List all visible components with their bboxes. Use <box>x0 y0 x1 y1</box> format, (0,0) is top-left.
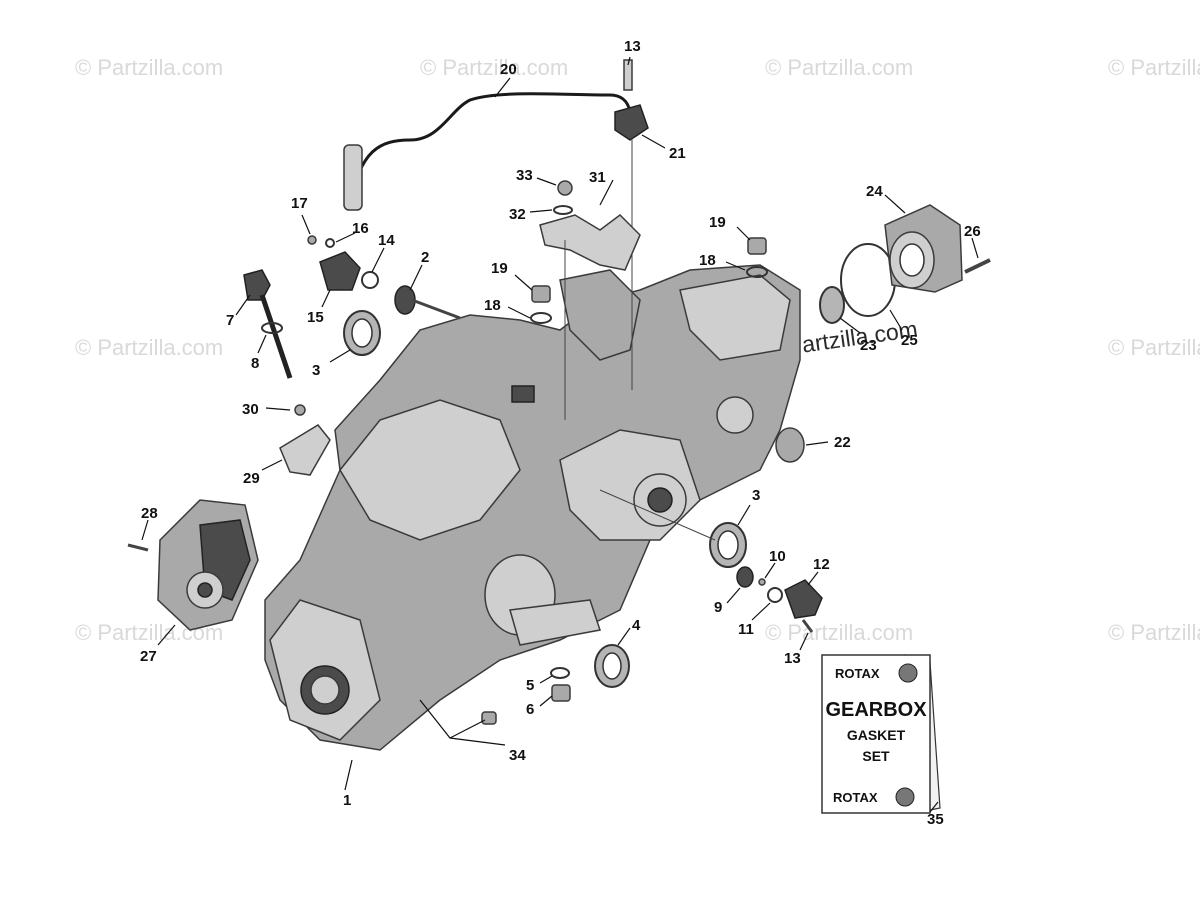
callout-7: 7 <box>226 312 234 329</box>
breather <box>307 235 461 320</box>
callout-2: 2 <box>421 249 429 266</box>
callout-22: 22 <box>834 434 851 451</box>
callout-27: 27 <box>140 648 157 665</box>
gearbox-housing <box>264 264 801 751</box>
position-sensor <box>736 566 823 633</box>
callout-26: 26 <box>964 223 981 240</box>
callout-21: 21 <box>669 145 686 162</box>
kit-title: GEARBOX <box>825 699 927 721</box>
side-cover <box>819 204 991 324</box>
callout-32: 32 <box>509 206 526 223</box>
kit-subtitle-1: GASKET <box>847 727 906 743</box>
pump-cover <box>127 499 259 631</box>
callout-31: 31 <box>589 169 606 186</box>
callout-13: 13 <box>784 650 801 667</box>
bracket <box>539 180 641 420</box>
callout-8: 8 <box>251 355 259 372</box>
watermark: © Partzilla.com <box>765 55 913 80</box>
callout-18: 18 <box>699 252 716 269</box>
watermark: © Partzilla.com <box>765 620 913 645</box>
callout-10: 10 <box>769 548 786 565</box>
shift-bracket <box>279 404 331 476</box>
callout-23: 23 <box>860 337 877 354</box>
callout-13: 13 <box>624 38 641 55</box>
fill-plug <box>550 667 571 702</box>
kit-brand-bottom: ROTAX <box>833 790 878 805</box>
callout-19: 19 <box>709 214 726 231</box>
callout-19: 19 <box>491 260 508 277</box>
watermark: © Partzilla.com <box>1108 335 1200 360</box>
callout-34: 34 <box>509 747 526 764</box>
gasket-kit-card: ROTAX GEARBOX GASKET SET ROTAX <box>821 654 941 814</box>
watermark: © Partzilla.com <box>420 55 568 80</box>
watermark: © Partzilla.com <box>1108 620 1200 645</box>
leader-lines <box>141 56 979 813</box>
callout-12: 12 <box>813 556 830 573</box>
callout-17: 17 <box>291 195 308 212</box>
callout-16: 16 <box>352 220 369 237</box>
callouts: 1 2 3 3 4 5 6 7 8 9 10 11 12 13 13 14 15… <box>140 38 981 828</box>
callout-15: 15 <box>307 309 324 326</box>
callout-3: 3 <box>752 487 760 504</box>
callout-6: 6 <box>526 701 534 718</box>
watermark: © Partzilla.com <box>1108 55 1200 80</box>
kit-subtitle-2: SET <box>862 748 890 764</box>
oil-seals <box>343 310 747 568</box>
dipstick <box>243 269 293 379</box>
callout-30: 30 <box>242 401 259 418</box>
callout-5: 5 <box>526 677 534 694</box>
callout-35: 35 <box>927 811 944 828</box>
watermark: © Partzilla.com <box>75 335 223 360</box>
callout-9: 9 <box>714 599 722 616</box>
callout-1: 1 <box>343 792 351 809</box>
callout-25: 25 <box>901 332 918 349</box>
callout-14: 14 <box>378 232 395 249</box>
kit-brand-top: ROTAX <box>835 666 880 681</box>
kit-logo-icon <box>898 663 918 683</box>
kit-logo-icon <box>895 787 915 807</box>
callout-33: 33 <box>516 167 533 184</box>
drain-plugs <box>530 237 768 324</box>
callout-18: 18 <box>484 297 501 314</box>
callout-29: 29 <box>243 470 260 487</box>
side-plug <box>775 427 805 463</box>
callout-20: 20 <box>500 61 517 78</box>
watermark: © Partzilla.com <box>75 55 223 80</box>
speed-sensor-assembly <box>343 59 649 390</box>
callout-11: 11 <box>738 621 754 638</box>
callout-24: 24 <box>866 183 883 200</box>
callout-28: 28 <box>141 505 158 522</box>
callout-4: 4 <box>632 617 641 634</box>
bolt-34 <box>481 711 497 725</box>
callout-3: 3 <box>312 362 320 379</box>
output-seal <box>594 644 630 688</box>
